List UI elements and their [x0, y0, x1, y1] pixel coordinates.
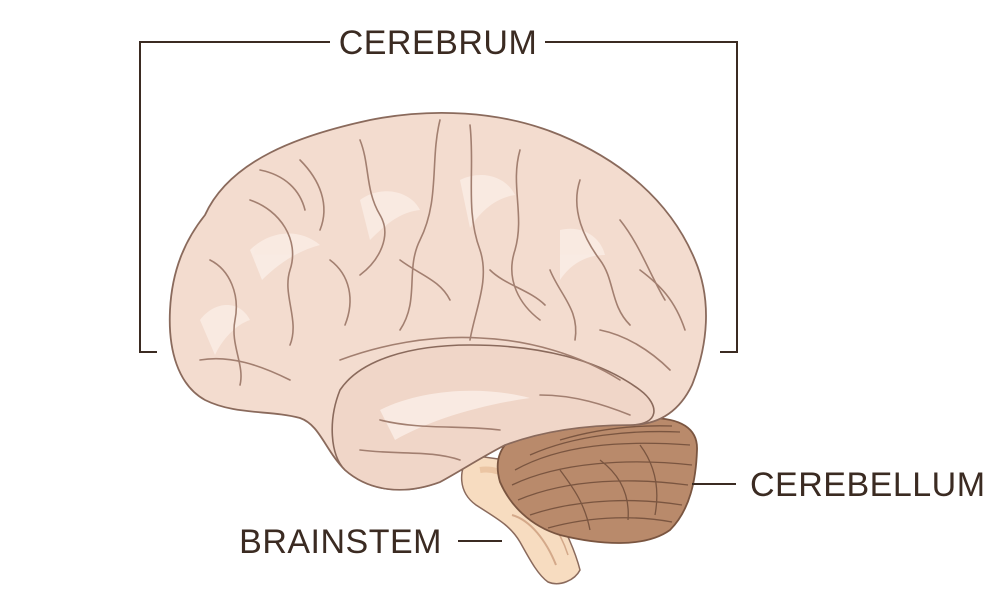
- cerebellum: [496, 417, 698, 544]
- cerebrum: [168, 111, 707, 491]
- leader-lines: [458, 483, 736, 542]
- cerebrum-label: CEREBRUM: [339, 24, 538, 62]
- cerebellum-label: CEREBELLUM: [750, 466, 986, 504]
- cerebrum-bracket: [139, 41, 738, 353]
- brainstem-label: BRAINSTEM: [239, 523, 442, 561]
